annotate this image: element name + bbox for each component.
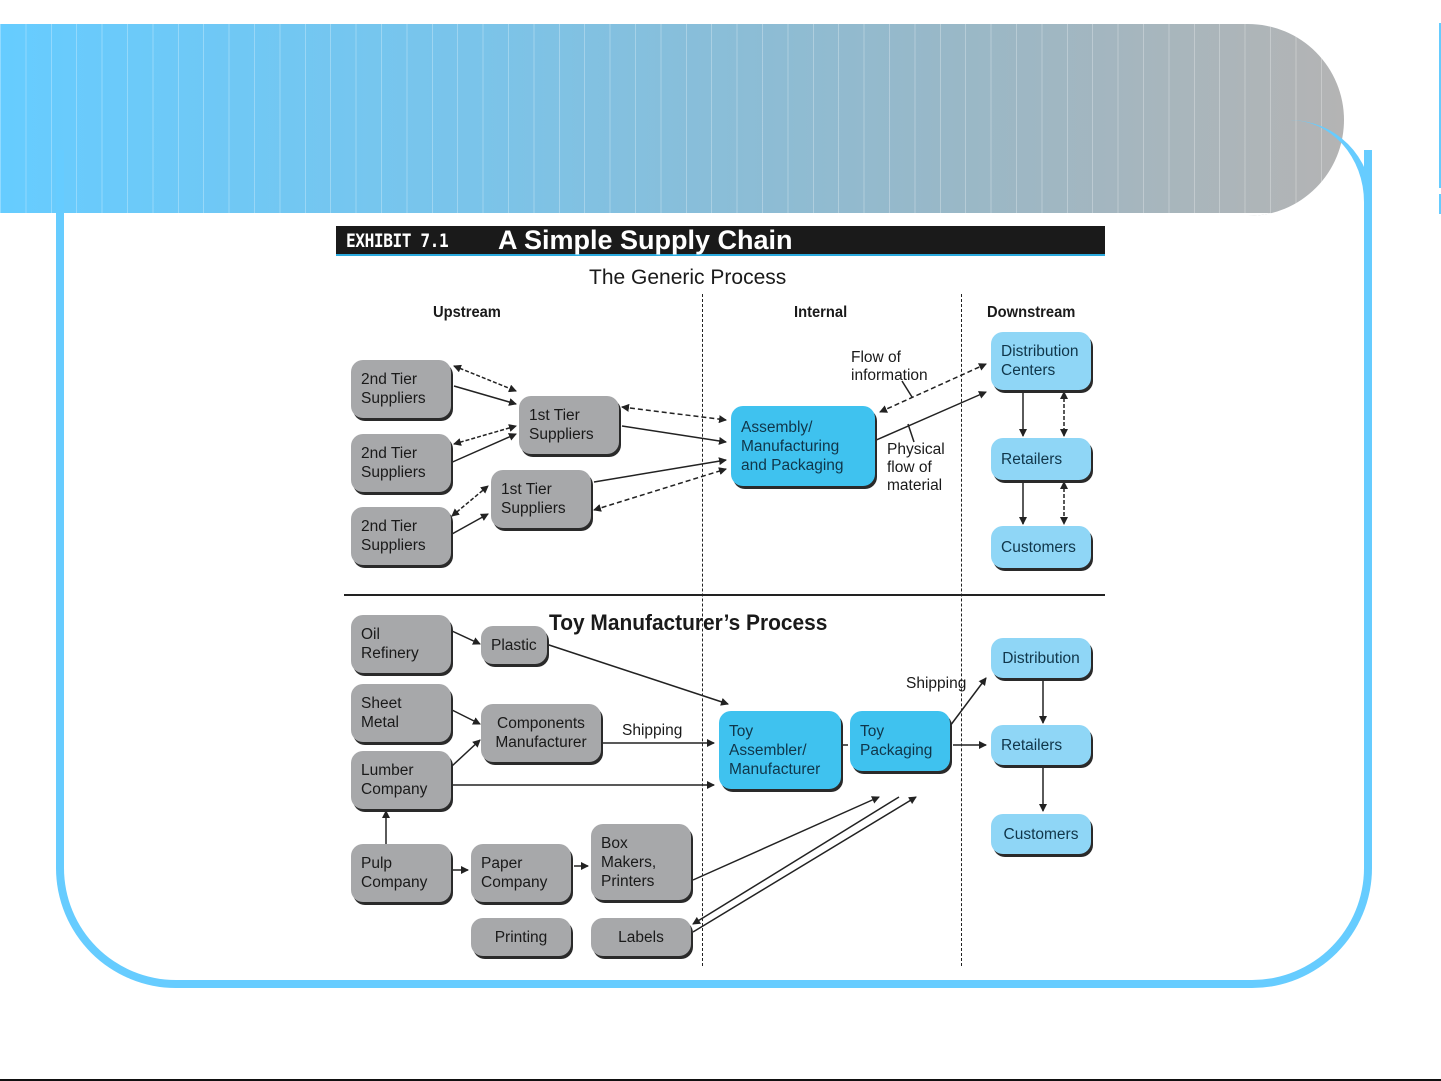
arrow-info-t2a-t1a (453, 364, 517, 393)
arrow-mat-t2b-t1a (447, 433, 517, 465)
column-downstream: Downstream (987, 304, 1076, 321)
supply-chain-exhibit: EXHIBIT 7.1 A Simple Supply Chain The Ge… (336, 225, 1105, 966)
exhibit-title: A Simple Supply Chain (498, 225, 793, 255)
arrow-mat-t2c-t1b (451, 513, 489, 535)
callout-material (907, 423, 915, 443)
header-stripe-pattern (0, 24, 1344, 216)
node-toy-packaging: Toy Packaging (850, 711, 950, 771)
node-1st-tier-suppliers-a: 1st Tier Suppliers (519, 396, 619, 454)
arrow-mat-t2a-t1a (453, 385, 517, 406)
content-frame (56, 150, 1372, 988)
node-2nd-tier-suppliers-a: 2nd Tier Suppliers (351, 360, 451, 418)
node-retailers-generic: Retailers (991, 438, 1091, 480)
column-internal: Internal (794, 304, 848, 321)
node-distribution-toy: Distribution (991, 638, 1091, 678)
node-customers-generic: Customers (991, 526, 1091, 568)
node-toy-assembler-manufacturer: Toy Assembler/ Manufacturer (719, 711, 841, 789)
arrow-info-t2b-t1a (453, 424, 517, 446)
node-printing: Printing (471, 918, 571, 956)
annotation-shipping-components: Shipping (622, 722, 683, 739)
node-2nd-tier-suppliers-c: 2nd Tier Suppliers (351, 507, 451, 565)
arrow-packaging-labels (692, 796, 900, 925)
section-divider (344, 594, 1105, 596)
arrow-oil-plastic (451, 630, 481, 645)
node-box-makers-printers: Box Makers, Printers (591, 824, 691, 900)
node-labels: Labels (591, 918, 691, 956)
node-2nd-tier-suppliers-b: 2nd Tier Suppliers (351, 434, 451, 492)
node-plastic: Plastic (481, 626, 547, 664)
annotation-physical-flow-of-material: Physical flow of material (887, 441, 945, 494)
arrow-mat-assembly-dc (873, 391, 987, 442)
arrow-info-t1a-assembly (621, 403, 727, 424)
toy-process-title: Toy Manufacturer’s Process (549, 610, 828, 635)
node-1st-tier-suppliers-b: 1st Tier Suppliers (491, 470, 591, 528)
node-lumber-company: Lumber Company (351, 751, 451, 809)
node-customers-toy: Customers (991, 814, 1091, 854)
header-rule (0, 213, 1275, 216)
arrow-mat-t1a-assembly (621, 425, 727, 445)
annotation-flow-of-information: Flow of information (851, 349, 928, 384)
slide-header-band (0, 24, 1344, 216)
exhibit-number: EXHIBIT 7.1 (346, 230, 449, 252)
arrow-mat-t1b-assembly (593, 457, 727, 483)
node-distribution-centers: Distribution Centers (991, 332, 1091, 390)
arrow-labels-packaging (692, 796, 917, 933)
node-retailers-toy: Retailers (991, 725, 1091, 765)
right-edge-mark (1439, 194, 1441, 214)
node-components-manufacturer: Components Manufacturer (481, 704, 601, 762)
node-assembly-manufacturing-packaging: Assembly/ Manufacturing and Packaging (731, 406, 875, 486)
arrow-info-t1b-assembly (593, 467, 727, 512)
node-sheet-metal: Sheet Metal (351, 684, 451, 742)
arrow-box-packaging (692, 796, 880, 881)
arrow-lumber-components (451, 739, 481, 767)
arrow-plastic-assembler (545, 643, 729, 706)
arrow-info-t2c-t1b (451, 485, 489, 517)
arrow-sheetmetal-components (451, 709, 481, 725)
annotation-shipping-packaging: Shipping (906, 675, 967, 692)
internal-downstream-divider (961, 294, 962, 966)
flow-arrows (382, 363, 1068, 933)
exhibit-title-bar: EXHIBIT 7.1 A Simple Supply Chain (336, 225, 1105, 256)
upstream-internal-divider (702, 294, 703, 966)
node-pulp-company: Pulp Company (351, 844, 451, 902)
node-paper-company: Paper Company (471, 844, 571, 902)
right-edge-mark (1439, 23, 1441, 188)
column-upstream: Upstream (433, 304, 501, 321)
node-oil-refinery: Oil Refinery (351, 615, 451, 673)
bottom-rule (0, 1079, 1441, 1081)
generic-process-title: The Generic Process (589, 266, 787, 289)
